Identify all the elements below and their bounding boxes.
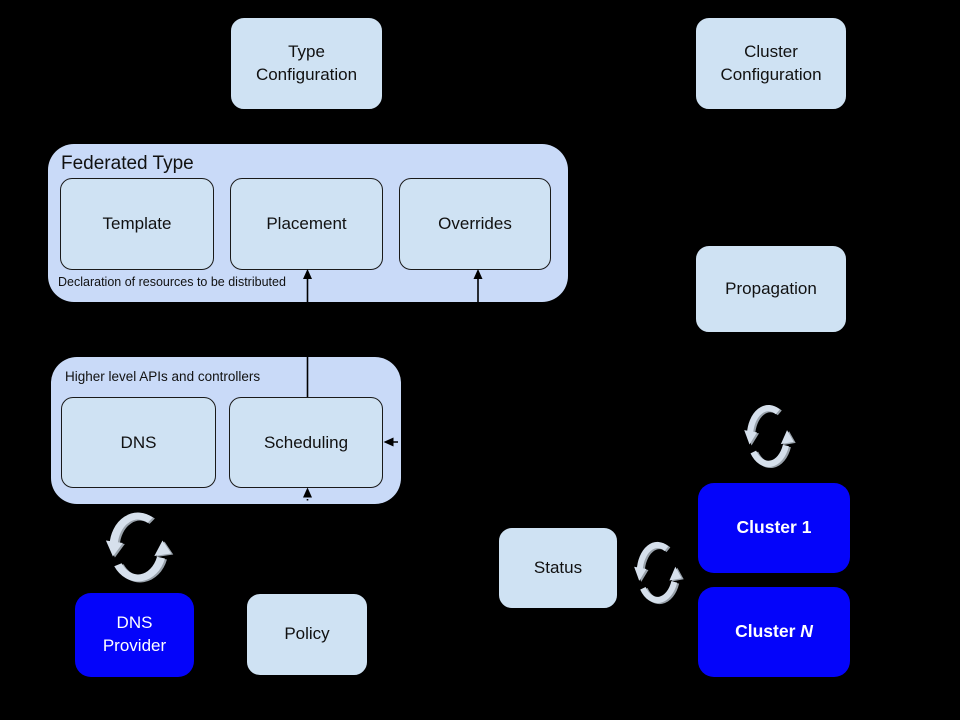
node-label: Propagation [725, 278, 817, 298]
node-overrides: Overrides [399, 178, 551, 270]
node-policy: Policy [246, 593, 368, 676]
node-type-configuration: Type Configuration [230, 17, 383, 110]
sync-arrows-icon [103, 507, 173, 587]
node-label: Status [533, 557, 583, 577]
node-label: DNS [116, 613, 153, 633]
group-federated-type-title: Federated Type [61, 153, 194, 174]
node-label: Policy [284, 624, 330, 644]
node-placement: Placement [230, 178, 383, 270]
node-label: Cluster [744, 42, 798, 62]
node-label: Provider [102, 636, 167, 655]
group-higher-level-apis: Higher level APIs and controllers DNS Sc… [51, 357, 401, 504]
node-label: Type [288, 42, 325, 62]
cluster-n-suffix: N [800, 621, 813, 642]
node-scheduling: Scheduling [229, 397, 383, 488]
node-template: Template [60, 178, 214, 270]
sync-arrows-icon [742, 400, 795, 472]
cluster-n-prefix: Cluster [735, 621, 801, 642]
group-federated-type: Federated Type Template Placement Overri… [48, 144, 568, 302]
node-cluster-n: Cluster N [698, 587, 850, 677]
node-cluster-configuration: Cluster Configuration [695, 17, 847, 110]
node-label: Overrides [438, 214, 512, 233]
node-label: Cluster 1 [736, 517, 812, 538]
node-label: Configuration [720, 64, 822, 84]
node-label: Template [102, 214, 172, 233]
node-label: DNS [120, 432, 157, 452]
node-cluster-1: Cluster 1 [698, 483, 850, 573]
node-status: Status [498, 527, 618, 609]
node-label: Placement [266, 214, 347, 233]
node-dns: DNS [61, 397, 216, 488]
sync-arrows-icon [632, 537, 683, 608]
group-federated-type-caption: Declaration of resources to be distribut… [58, 275, 286, 289]
group-higher-level-apis-title: Higher level APIs and controllers [65, 369, 261, 384]
node-label: Scheduling [263, 432, 349, 452]
node-propagation: Propagation [695, 245, 847, 333]
node-dns-provider: DNS Provider [75, 593, 194, 677]
node-label: Configuration [255, 64, 358, 84]
node-label: Cluster N [735, 620, 813, 644]
